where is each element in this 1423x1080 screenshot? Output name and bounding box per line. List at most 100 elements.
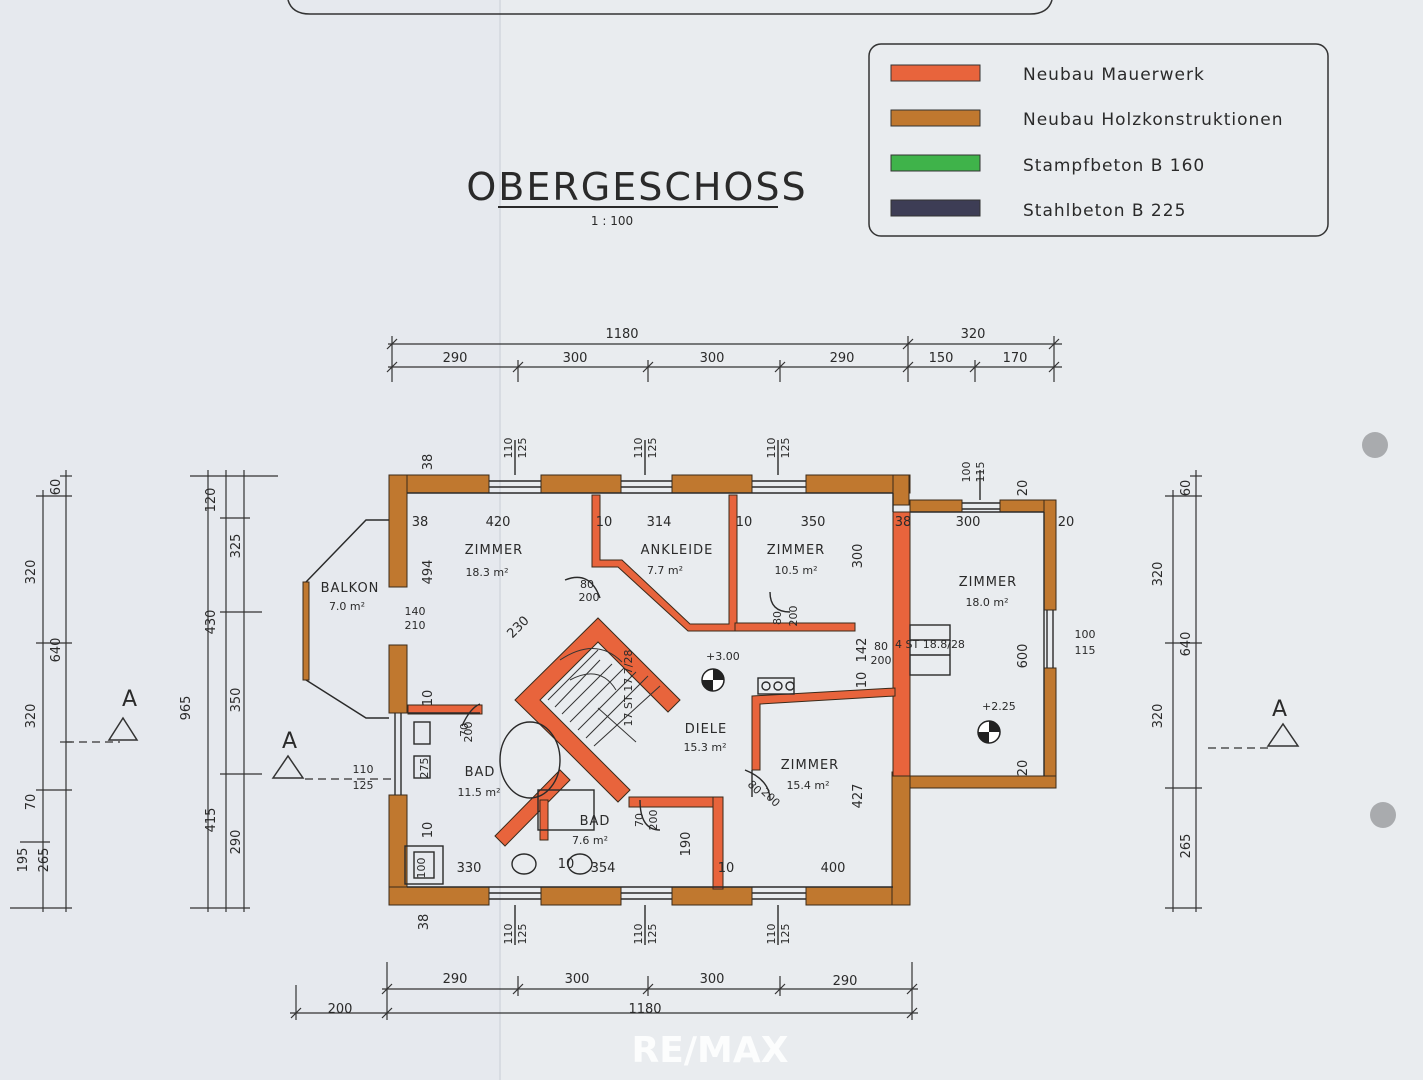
watermark-logo: RE/MAX: [632, 1030, 789, 1071]
svg-text:80: 80: [580, 578, 594, 591]
svg-text:200: 200: [579, 591, 600, 604]
dim-bottom-offset: 200: [328, 1002, 353, 1017]
svg-text:600: 600: [1016, 644, 1031, 669]
svg-text:ZIMMER: ZIMMER: [959, 575, 1017, 590]
svg-text:200: 200: [462, 722, 475, 743]
left-dimension-chain-b: 120 325 430 965 350 415 290: [179, 470, 278, 912]
svg-text:7.7 m²: 7.7 m²: [647, 564, 683, 577]
main-staircase: [547, 648, 661, 747]
window-dimensions: 110 125 110 125 110 125 110 125 110 125 …: [353, 438, 1096, 945]
svg-text:200: 200: [871, 654, 892, 667]
scale-text: 1 : 100: [591, 214, 633, 228]
svg-text:190: 190: [679, 832, 694, 857]
svg-text:110: 110: [353, 763, 374, 776]
svg-text:110: 110: [502, 924, 515, 945]
dim-top-annex: 320: [961, 327, 986, 342]
top-dimension-chain: 1180 320 290 300 300 290 150 170: [386, 327, 1062, 382]
svg-text:110: 110: [502, 438, 515, 459]
level-marker-zimmer: +2.25: [977, 700, 1016, 744]
title-box-edge: [287, 0, 1053, 15]
legend-label-holz: Neubau Holzkonstruktionen: [1023, 110, 1284, 130]
dim-left-a-265: 265: [37, 848, 52, 873]
svg-text:100: 100: [415, 858, 428, 879]
svg-text:20: 20: [1016, 760, 1031, 777]
dim-right-60: 60: [1179, 480, 1194, 497]
bottom-dimension-chain: 290 300 300 290 1180 200: [290, 962, 918, 1020]
svg-text:7.0 m²: 7.0 m²: [329, 600, 365, 613]
plan-title: OBERGESCHOSS 1 : 100: [466, 165, 805, 228]
svg-text:+3.00: +3.00: [706, 650, 740, 663]
svg-text:A: A: [1272, 697, 1287, 722]
dim-bottom-seg-1: 290: [443, 972, 468, 987]
masonry-walls: [407, 494, 911, 890]
svg-text:15.4 m²: 15.4 m²: [786, 779, 829, 792]
svg-text:10: 10: [421, 822, 436, 839]
dim-top-seg-4: 290: [830, 351, 855, 366]
svg-text:200: 200: [787, 606, 800, 627]
svg-text:125: 125: [353, 779, 374, 792]
dim-left-b-430: 430: [204, 610, 219, 635]
svg-text:38: 38: [412, 515, 429, 530]
dim-left-b-350: 350: [229, 688, 244, 713]
svg-text:10: 10: [596, 515, 613, 530]
punch-hole-top: [1362, 432, 1388, 458]
legend-swatch-stampfbeton: [890, 154, 981, 172]
room-zimmer-4: ZIMMER 15.4 m²: [781, 758, 839, 792]
legend-swatch-holz: [890, 109, 981, 127]
svg-text:ZIMMER: ZIMMER: [781, 758, 839, 773]
svg-text:ANKLEIDE: ANKLEIDE: [641, 543, 714, 558]
svg-text:350: 350: [801, 515, 826, 530]
svg-text:300: 300: [956, 515, 981, 530]
dim-left-a-640: 640: [49, 638, 64, 663]
svg-text:314: 314: [647, 515, 672, 530]
section-marker-right: A: [1266, 697, 1300, 747]
svg-text:110: 110: [632, 438, 645, 459]
svg-text:354: 354: [591, 861, 616, 876]
section-marker-left: A: [107, 687, 139, 741]
dim-top-total: 1180: [605, 327, 638, 342]
dim-left-a-320-top: 320: [24, 560, 39, 585]
legend-box: [868, 43, 1329, 237]
svg-text:17 ST 17.7/28: 17 ST 17.7/28: [622, 650, 635, 727]
svg-text:400: 400: [821, 861, 846, 876]
svg-text:11.5 m²: 11.5 m²: [457, 786, 500, 799]
section-marker-mid: A: [271, 729, 392, 780]
dim-top-seg-5: 150: [929, 351, 954, 366]
dim-left-b-325: 325: [229, 534, 244, 559]
dim-right-320-bottom: 320: [1151, 704, 1166, 729]
svg-text:125: 125: [516, 924, 529, 945]
level-marker-diele: +3.00: [701, 650, 740, 692]
room-ankleide: ANKLEIDE 7.7 m²: [641, 543, 714, 577]
legend-label-mauerwerk: Neubau Mauerwerk: [1023, 65, 1205, 85]
legend-swatch-mauerwerk: [890, 64, 981, 82]
svg-text:70: 70: [458, 723, 471, 737]
dim-left-b-965: 965: [179, 696, 194, 721]
svg-text:15.3 m²: 15.3 m²: [683, 741, 726, 754]
left-dimension-chain-a: 320 60 640 320 70 195 265: [10, 470, 120, 912]
svg-text:A: A: [122, 687, 137, 712]
dim-right-320-top: 320: [1151, 562, 1166, 587]
dim-left-a-195: 195: [16, 848, 31, 873]
legend: Neubau Mauerwerk Neubau Holzkonstruktion…: [868, 43, 1329, 237]
dim-bottom-seg-4: 290: [833, 974, 858, 989]
svg-text:125: 125: [516, 438, 529, 459]
right-dimension-chain: 60 320 640 320 265: [1151, 470, 1268, 912]
svg-text:+2.25: +2.25: [982, 700, 1016, 713]
dim-bottom-total: 1180: [628, 1002, 661, 1017]
svg-text:330: 330: [457, 861, 482, 876]
dim-bottom-seg-3: 300: [700, 972, 725, 987]
svg-text:18.3 m²: 18.3 m²: [465, 566, 508, 579]
dim-right-640: 640: [1179, 632, 1194, 657]
svg-text:494: 494: [421, 560, 436, 585]
svg-text:427: 427: [851, 784, 866, 809]
svg-text:7.6 m²: 7.6 m²: [572, 834, 608, 847]
svg-text:80: 80: [771, 611, 784, 625]
dim-left-a-60: 60: [49, 479, 64, 496]
